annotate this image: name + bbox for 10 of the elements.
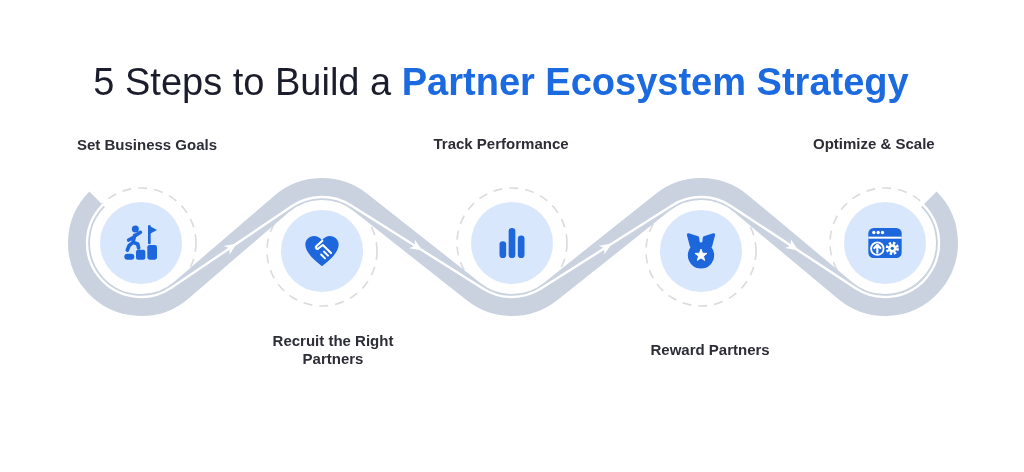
arrow <box>349 204 485 290</box>
title: 5 Steps to Build a Partner Ecosystem Strategy <box>93 60 909 105</box>
arrow <box>729 204 857 290</box>
step-label: Optimize & Scale <box>813 135 935 153</box>
step-label: Set Business Goals <box>77 136 218 154</box>
step-label: Track Performance <box>433 135 569 153</box>
arrow <box>170 205 293 289</box>
step-label: Recruit the Right Partners <box>272 332 394 368</box>
step-label: Reward Partners <box>650 341 770 359</box>
arrow <box>539 204 674 290</box>
